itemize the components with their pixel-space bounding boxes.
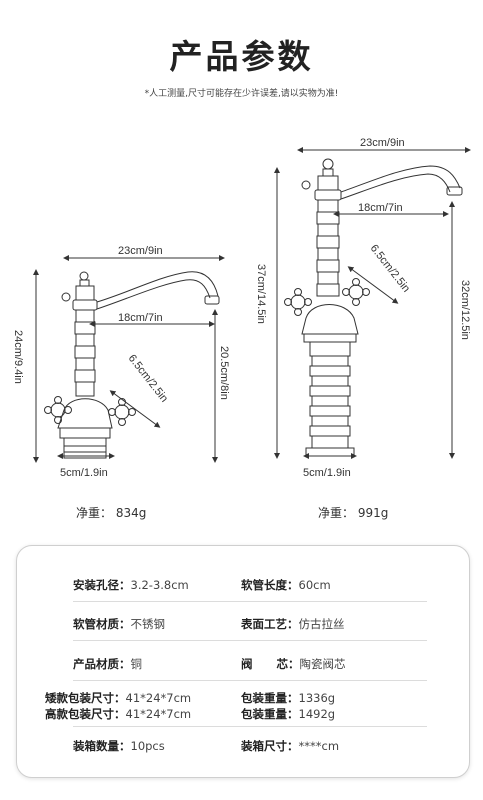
spec-table: 安装孔径：3.2-3.8cm 软管长度：60cm 软管材质：不锈钢 表面工艺：仿… <box>16 545 470 778</box>
spec-hose-length: 软管长度：60cm <box>241 578 331 592</box>
short-handle-label: 6.5cm/2.5in <box>126 352 170 404</box>
page-title: 产品参数 <box>169 37 314 76</box>
short-faucet-labels: 23cm/9in 18cm/7in 24cm/9.4in 20.5cm/8in … <box>12 245 230 479</box>
divider <box>73 726 427 727</box>
short-base-label: 5cm/1.9in <box>60 467 108 479</box>
tall-net-weight: 净重： 991g <box>318 504 388 521</box>
short-net-weight-label: 净重： <box>76 506 113 520</box>
spec-short-package-weight: 包装重量：1336g <box>241 691 336 705</box>
divider <box>73 680 427 681</box>
spec-tall-package-weight: 包装重量：1492g <box>241 707 336 721</box>
spec-box-size: 装箱尺寸：****cm <box>241 739 340 753</box>
tall-spout-height-label: 32cm/12.5in <box>459 280 471 340</box>
tall-handle-label: 6.5cm/2.5in <box>368 242 412 294</box>
spec-short-package: 矮款包装尺寸：41*24*7cm <box>45 691 192 705</box>
tall-net-weight-value: 991g <box>357 506 389 520</box>
divider <box>73 640 427 641</box>
tall-base-label: 5cm/1.9in <box>303 467 351 479</box>
short-net-weight: 净重： 834g <box>76 504 146 521</box>
short-spout-height-label: 20.5cm/8in <box>218 346 230 400</box>
faucet-drawings: 23cm/9in 18cm/7in 24cm/9.4in 20.5cm/8in … <box>12 137 471 479</box>
spec-valve: 阀 芯：陶瓷阀芯 <box>241 657 346 671</box>
tall-width-label: 23cm/9in <box>360 137 405 149</box>
divider <box>73 601 427 602</box>
tall-reach-label: 18cm/7in <box>358 202 403 214</box>
short-reach-label: 18cm/7in <box>118 312 163 324</box>
short-net-weight-value: 834g <box>115 506 147 520</box>
spec-tall-package: 高款包装尺寸：41*24*7cm <box>45 707 192 721</box>
tall-net-weight-label: 净重： <box>318 506 355 520</box>
spec-box-quantity: 装箱数量：10pcs <box>73 739 165 753</box>
tall-height-label: 37cm/14.5in <box>255 264 267 324</box>
short-faucet-drawing <box>33 255 225 463</box>
short-width-label: 23cm/9in <box>118 245 163 257</box>
short-height-label: 24cm/9.4in <box>12 330 24 384</box>
spec-material: 产品材质：铜 <box>73 657 142 671</box>
tall-faucet-labels: 23cm/9in 18cm/7in 37cm/14.5in 32cm/12.5i… <box>255 137 471 479</box>
tall-faucet-drawing <box>274 147 471 459</box>
measurement-note: *人工测量,尺寸可能存在少许误差,请以实物为准! <box>144 89 339 99</box>
spec-finish: 表面工艺：仿古拉丝 <box>241 617 345 631</box>
spec-hose-material: 软管材质：不锈钢 <box>73 617 165 631</box>
spec-hole: 安装孔径：3.2-3.8cm <box>73 578 189 592</box>
